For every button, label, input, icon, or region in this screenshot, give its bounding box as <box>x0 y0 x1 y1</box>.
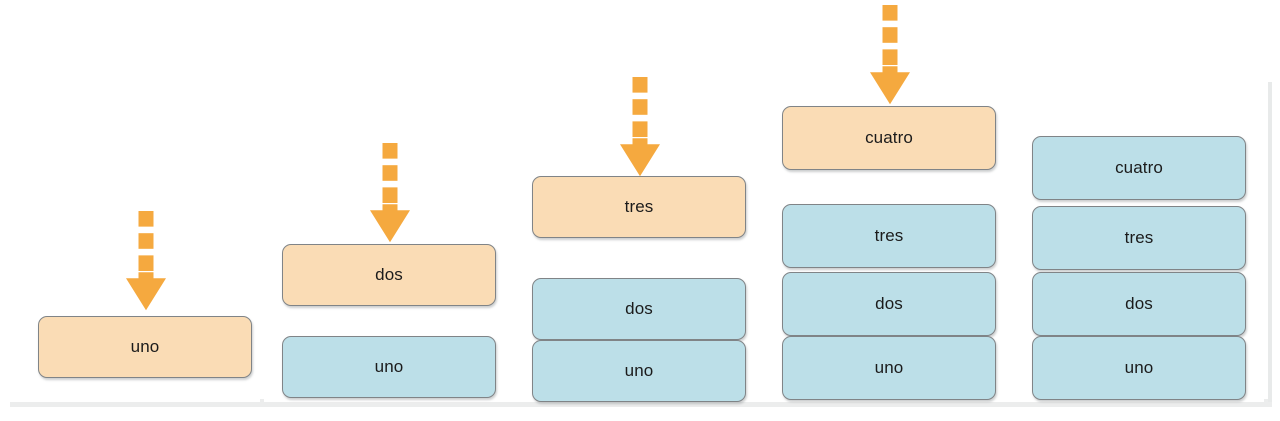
stack-box-uno: uno <box>1032 336 1246 400</box>
stack-box-label: tres <box>624 197 654 216</box>
stack-box-dos: dos <box>532 278 746 340</box>
dashed-down-arrow-icon-3 <box>620 77 660 177</box>
dashed-down-arrow-icon-4 <box>870 5 910 105</box>
stack-box-label: uno <box>1124 358 1154 377</box>
stack-box-label: tres <box>1124 228 1154 247</box>
stack-box-label: uno <box>874 358 904 377</box>
stack-box-label: tres <box>874 226 904 245</box>
dashed-down-arrow-icon-1 <box>126 211 166 311</box>
stack-box-label: dos <box>875 294 903 313</box>
stack-box-label: cuatro <box>1115 158 1163 177</box>
panel-divider-6 <box>1268 82 1272 402</box>
stack-box-dos: dos <box>1032 272 1246 336</box>
stack-box-cuatro: cuatro <box>1032 136 1246 200</box>
stack-box-label: uno <box>374 357 404 376</box>
stack-box-tres: tres <box>1032 206 1246 270</box>
dashed-down-arrow-icon-2 <box>370 143 410 243</box>
stack-box-tres: tres <box>532 176 746 238</box>
stack-box-uno: uno <box>38 316 252 378</box>
stack-box-label: dos <box>1125 294 1153 313</box>
stack-box-uno: uno <box>782 336 996 400</box>
stack-box-label: cuatro <box>865 128 913 147</box>
stack-box-label: uno <box>624 361 654 380</box>
stack-box-uno: uno <box>282 336 496 398</box>
stack-box-uno: uno <box>532 340 746 402</box>
stack-box-cuatro: cuatro <box>782 106 996 170</box>
stack-box-dos: dos <box>282 244 496 306</box>
stack-box-label: dos <box>375 265 403 284</box>
stack-box-label: uno <box>130 337 160 356</box>
stack-box-dos: dos <box>782 272 996 336</box>
stack-box-label: dos <box>625 299 653 318</box>
stack-frame-base <box>10 399 1272 407</box>
stack-box-tres: tres <box>782 204 996 268</box>
